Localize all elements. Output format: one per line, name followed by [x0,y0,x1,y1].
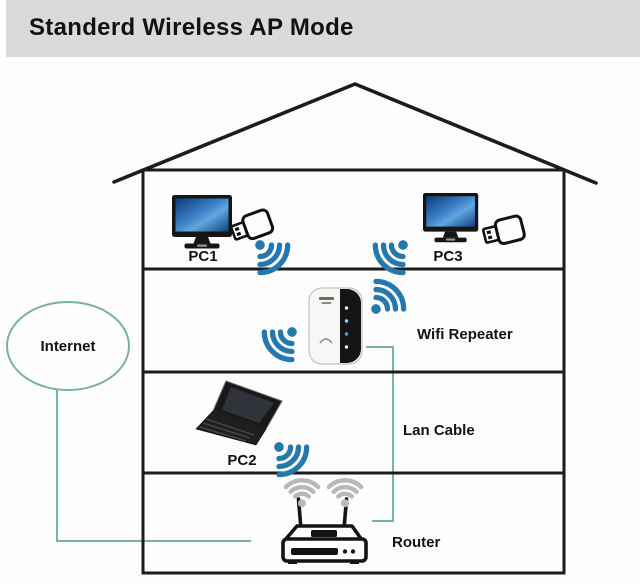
lan-cable-label: Lan Cable [403,422,475,439]
repeater-logo [319,297,334,300]
pc1-usb-adapter-icon [227,207,276,246]
wifi-repeater-label: Wifi Repeater [417,326,513,343]
repeater-led [344,332,349,336]
pc3-monitor-icon [423,193,479,243]
pc2-label: PC2 [227,452,257,469]
repeater-led [344,345,349,349]
title-bar: Standerd Wireless AP Mode [6,0,640,57]
wifi-signal-icon-pc3 [370,228,421,279]
pc2-laptop-icon [195,380,283,446]
repeater-led [344,306,349,310]
internet-cloud [6,301,130,391]
house-structure [112,82,598,575]
repeater-led [344,319,349,323]
page-title: Standerd Wireless AP Mode [29,14,354,41]
internet-label: Internet [40,338,96,355]
repeater-wps-button [319,338,333,344]
wifi-signal-icon-repeater-down [259,315,310,366]
pc1-monitor-icon [172,195,232,249]
router-label: Router [392,534,441,551]
lan-cable-line [366,346,394,522]
wifi-signal-icon-repeater-up [359,276,410,327]
pc3-label: PC3 [433,248,463,265]
pc1-label: PC1 [188,248,218,265]
roof [112,82,598,185]
wifi-repeater-device-icon [308,287,363,365]
router-wave-icon-right [329,480,361,507]
pc3-usb-adapter-icon [480,213,527,250]
router-device-icon [281,497,368,564]
router-wave-icon-left [286,480,318,507]
internet-cable [56,390,251,542]
